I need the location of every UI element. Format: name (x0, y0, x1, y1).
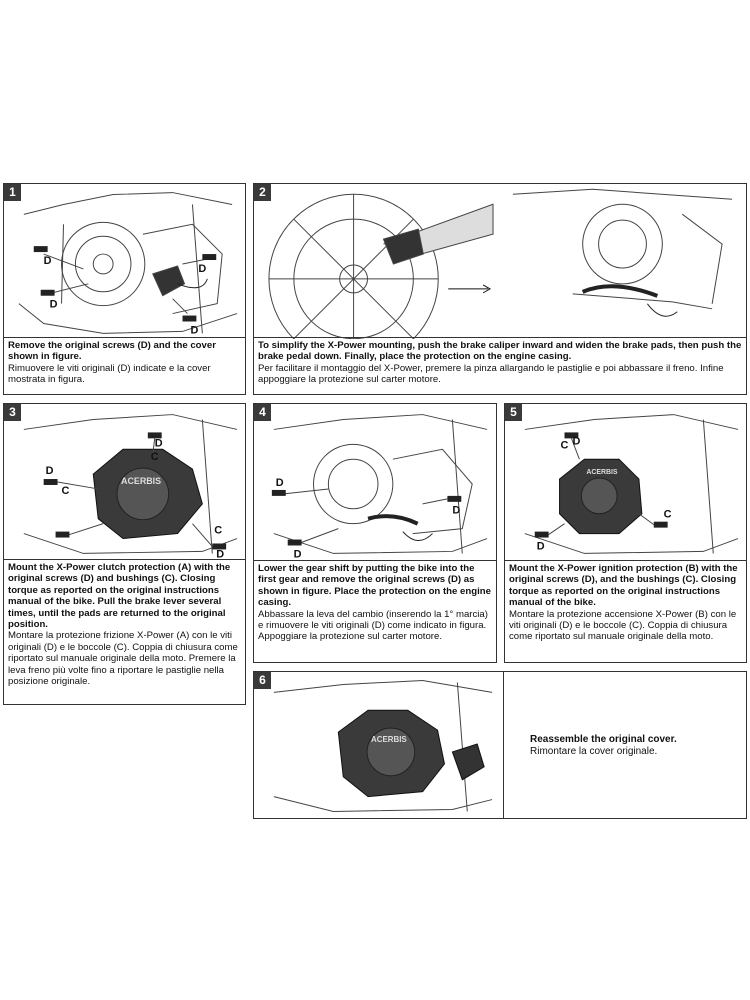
ignition-protection-mounting-drawing: ACERBIS C D D C (524, 414, 739, 554)
step-number-badge: 5 (505, 404, 522, 421)
engine-cover-removal-drawing: D D D D (18, 192, 238, 336)
step-6-panel: 6 ACERBIS (253, 671, 504, 819)
callout-label: D (572, 435, 580, 447)
brand-logo: ACERBIS (121, 476, 161, 486)
callout-label: C (561, 439, 569, 451)
callout-label: D (50, 299, 58, 311)
callout-label: D (155, 437, 163, 449)
step-3-caption: Mount the X-Power clutch protection (A) … (4, 559, 245, 704)
italian-instruction: Per facilitare il montaggio del X-Power,… (258, 362, 724, 386)
final-note-box (504, 671, 747, 819)
callout-label: D (198, 263, 206, 275)
italian-instruction: Rimuovere le viti originali (D) indicate… (8, 362, 211, 386)
step-1-caption: Remove the original screws (D) and the c… (4, 337, 245, 394)
step-number-badge: 6 (254, 672, 271, 689)
reassembled-engine-drawing: ACERBIS (273, 680, 493, 812)
english-instruction: Reassemble the original cover. (530, 734, 677, 745)
step-number-badge: 1 (4, 184, 21, 201)
brake-caliper-drawing (268, 188, 733, 339)
callout-label: D (537, 540, 545, 552)
step-3-illustration: ACERBIS D C D C C D (4, 404, 245, 561)
english-instruction: To simplify the X-Power mounting, push t… (258, 340, 742, 363)
step-4-panel: 4 D D D Lower the gear shift by putting … (253, 403, 497, 663)
step-4-caption: Lower the gear shift by putting the bike… (254, 560, 496, 662)
step-5-caption: Mount the X-Power ignition protection (B… (505, 560, 746, 662)
step-number-badge: 3 (4, 404, 21, 421)
callout-label: C (62, 485, 70, 497)
callout-label: D (190, 324, 198, 336)
step-4-illustration: D D D (254, 404, 496, 562)
callout-label: D (276, 477, 284, 489)
gear-shift-lowering-drawing: D D D (271, 414, 488, 560)
step-2-panel: 2 To simplify the X-Power mo (253, 183, 747, 395)
step-number-badge: 2 (254, 184, 271, 201)
step-1-illustration: D D D D (4, 184, 245, 339)
italian-instruction: Montare la protezione frizione X-Power (… (8, 630, 238, 688)
step-1-panel: 1 D D (3, 183, 246, 395)
callout-label: C (664, 509, 672, 521)
callout-label: D (294, 548, 302, 560)
italian-instruction: Rimontare la cover originale. (530, 746, 658, 757)
callout-label: D (452, 505, 460, 517)
english-instruction: Remove the original screws (D) and the c… (8, 340, 216, 363)
italian-instruction: Abbassare la leva del cambio (inserendo … (258, 608, 488, 643)
step-number-badge: 4 (254, 404, 271, 421)
step-5-illustration: ACERBIS C D D C (505, 404, 746, 562)
italian-instruction: Montare la protezione accensione X-Power… (509, 608, 737, 643)
callout-label: C (151, 451, 159, 463)
step-6-illustration: ACERBIS (254, 672, 503, 818)
callout-label: D (46, 465, 54, 477)
callout-label: D (216, 548, 224, 560)
english-instruction: Lower the gear shift by putting the bike… (258, 563, 491, 609)
step-5-panel: 5 ACERBIS C D D C Mount the X-Power igni… (504, 403, 747, 663)
brand-logo: ACERBIS (586, 469, 618, 476)
step-2-illustration (254, 184, 746, 339)
callout-label: D (44, 255, 52, 267)
callout-label: C (214, 525, 222, 537)
clutch-protection-mounting-drawing: ACERBIS D C D C C D (23, 414, 238, 560)
step-2-caption: To simplify the X-Power mounting, push t… (254, 337, 746, 394)
english-instruction: Mount the X-Power ignition protection (B… (509, 563, 738, 609)
final-note: Reassemble the original cover. Rimontare… (530, 734, 740, 758)
step-3-panel: 3 ACERBIS D C D C C D (3, 403, 246, 705)
brand-logo: ACERBIS (371, 735, 407, 744)
english-instruction: Mount the X-Power clutch protection (A) … (8, 562, 231, 631)
